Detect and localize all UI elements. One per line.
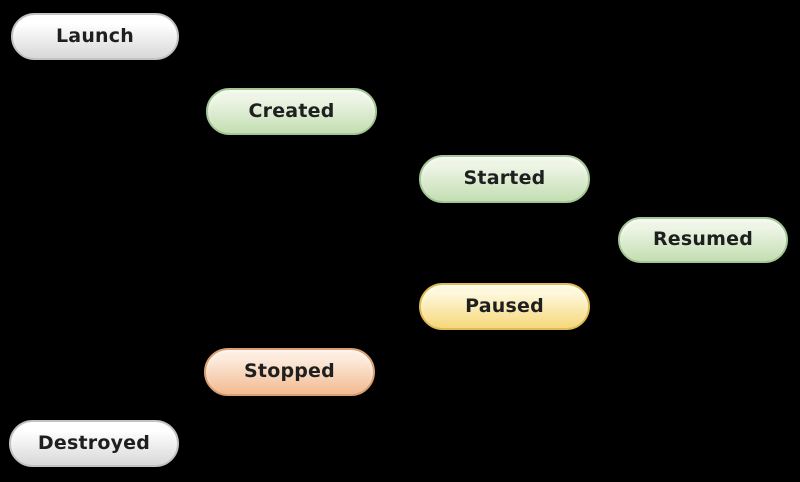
node-started-label: Started	[463, 167, 546, 189]
node-launch-label: Launch	[56, 24, 134, 47]
node-paused: Paused	[419, 283, 590, 330]
node-created-label: Created	[248, 99, 335, 122]
node-resumed-label: Resumed	[652, 228, 754, 250]
node-destroyed-label: Destroyed	[37, 431, 151, 454]
node-destroyed: Destroyed	[9, 420, 179, 467]
node-started: Started	[419, 155, 590, 203]
node-stopped: Stopped	[204, 348, 375, 396]
node-created: Created	[206, 88, 377, 135]
node-resumed: Resumed	[618, 217, 788, 263]
node-stopped-label: Stopped	[244, 360, 335, 382]
node-paused-label: Paused	[465, 294, 544, 317]
node-launch: Launch	[11, 13, 179, 60]
